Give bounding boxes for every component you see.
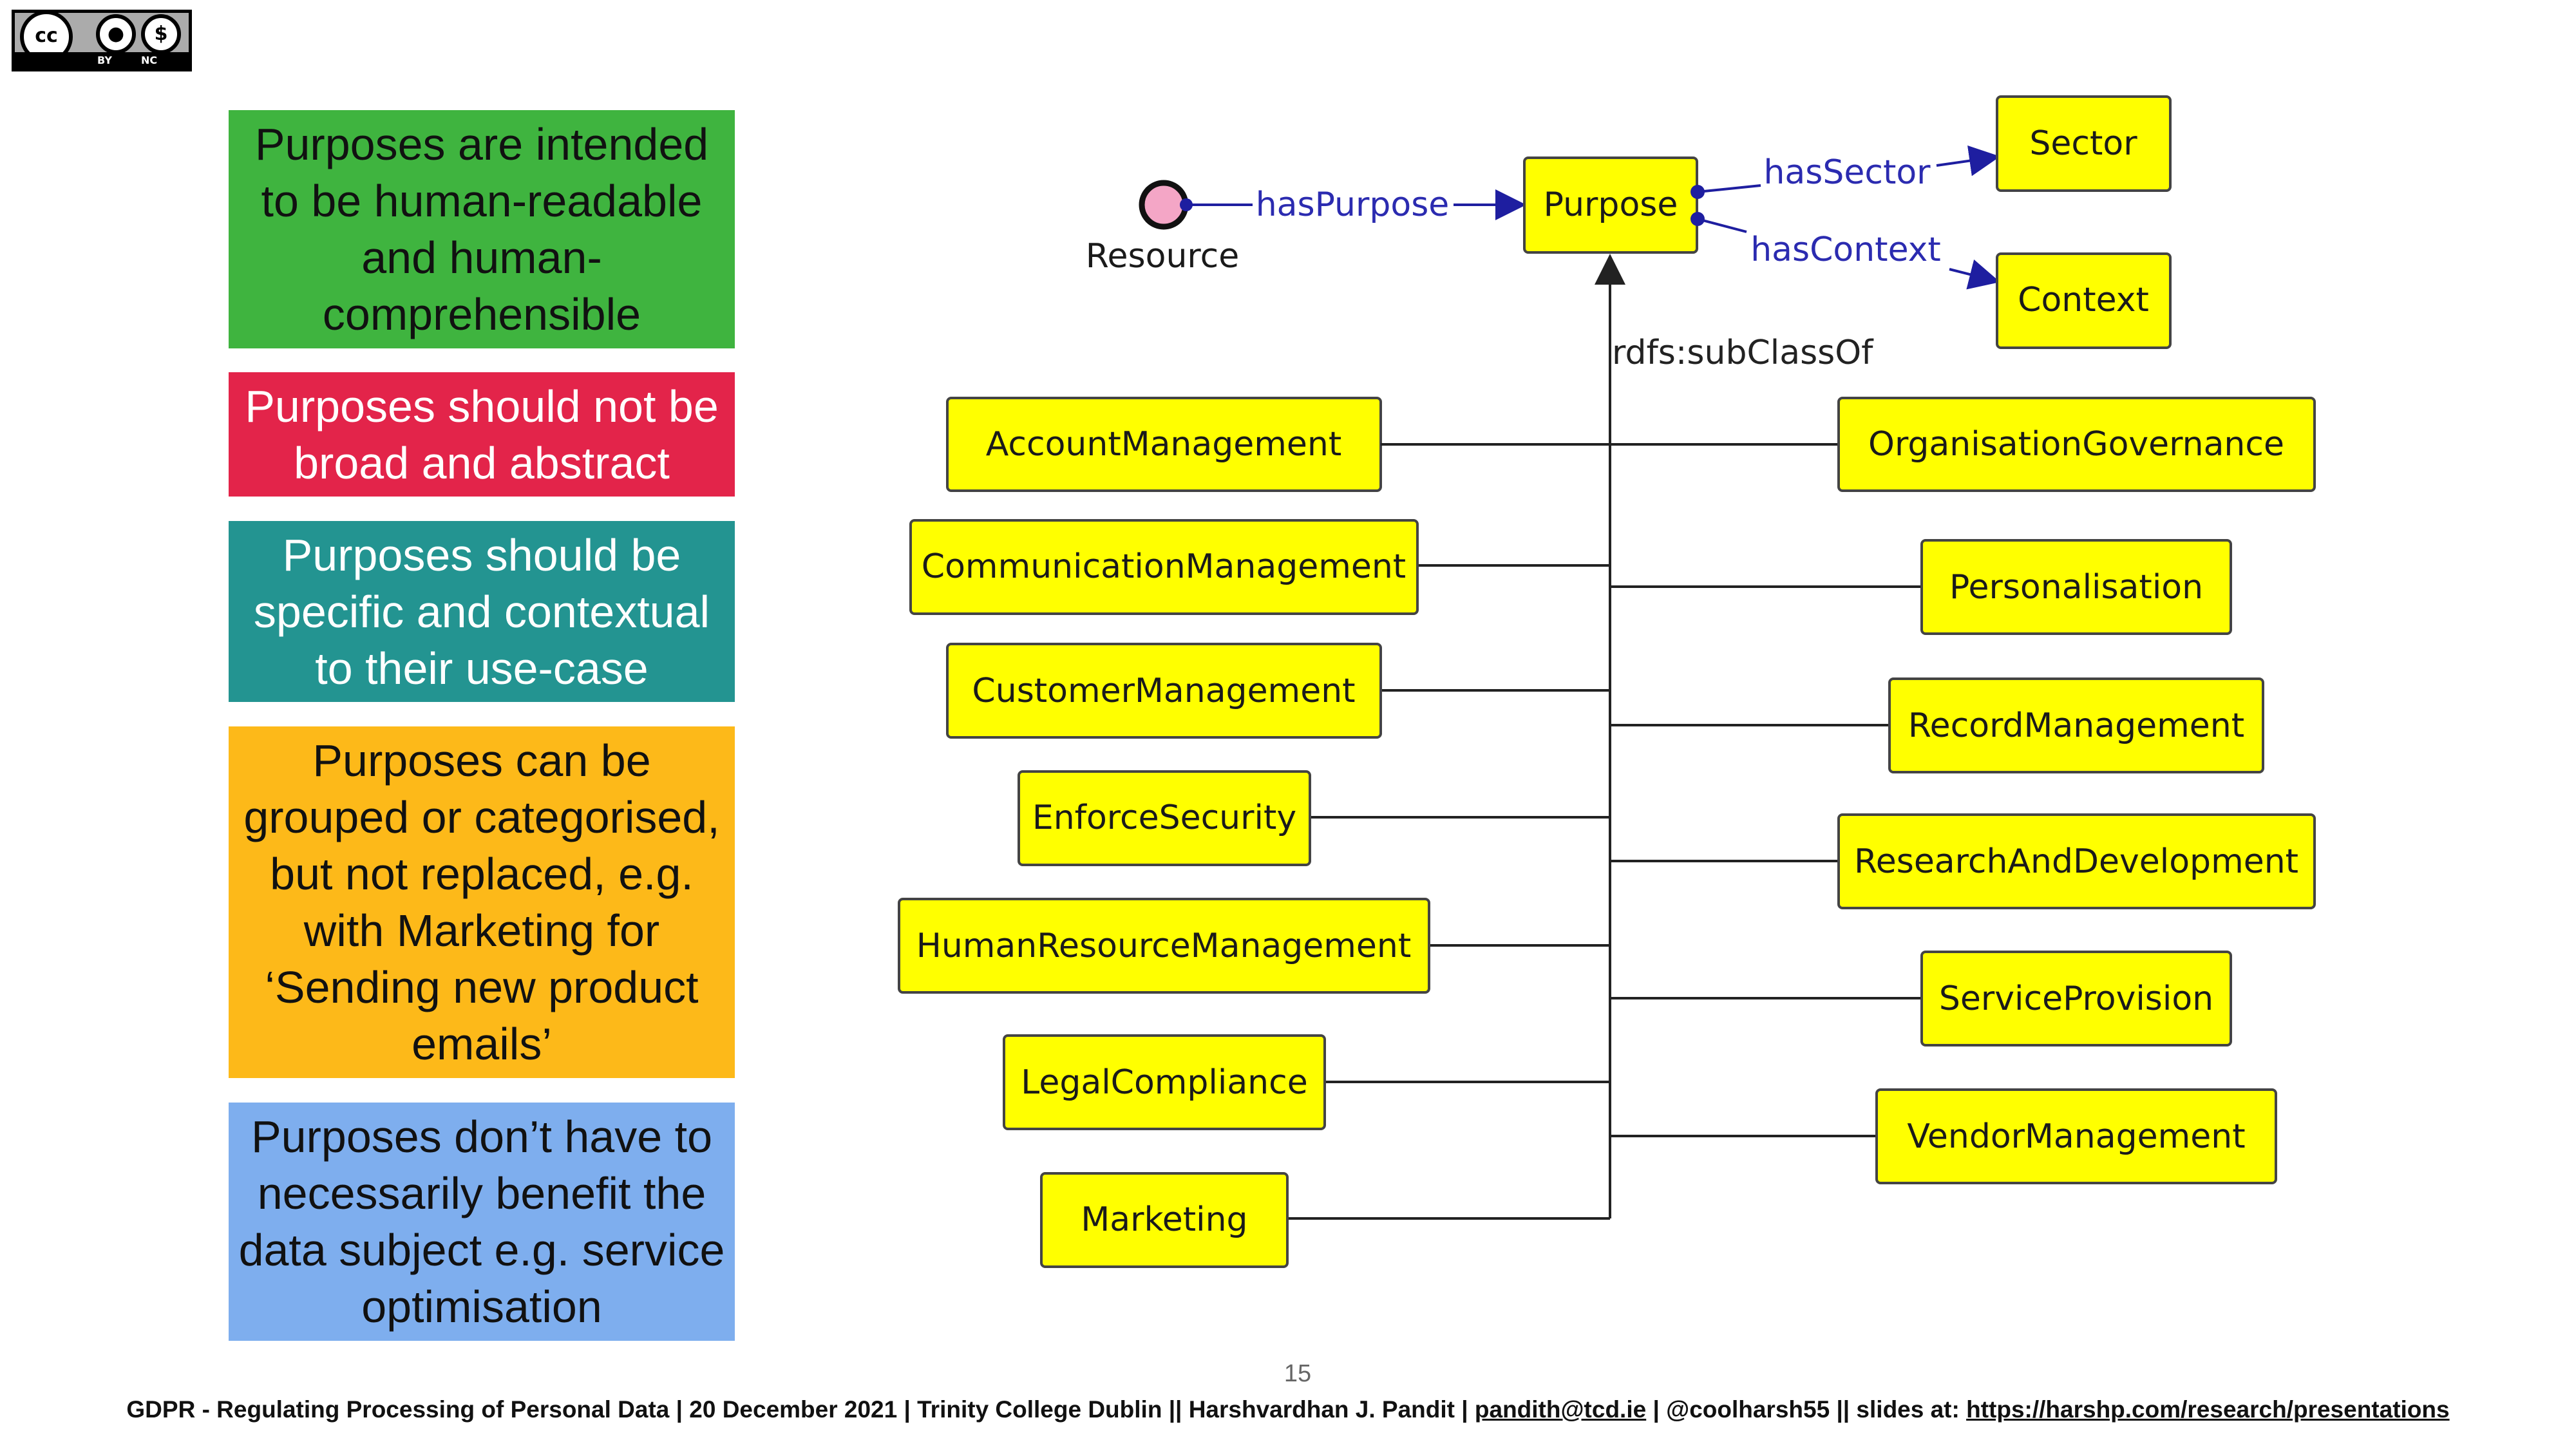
- node-record-management: [1888, 677, 2264, 773]
- sector-label: Sector: [2029, 124, 2137, 163]
- slides-link[interactable]: https://harshp.com/research/presentation…: [1966, 1396, 2450, 1423]
- purpose-node: [1523, 156, 1698, 254]
- nc-label: NC: [141, 54, 158, 66]
- account-management-label: AccountManagement: [986, 425, 1342, 464]
- footer: GDPR - Regulating Processing of Personal…: [0, 1396, 2576, 1423]
- node-customer-management: [946, 643, 1382, 739]
- panel-grouped-categorised: Purposes can be grouped or categorised, …: [229, 726, 735, 1078]
- panel-human-readable: Purposes are intended to be human-readab…: [229, 110, 735, 348]
- has-sector-label: hasSector: [1763, 153, 1931, 192]
- panel-not-broad: Purposes should not be broad and abstrac…: [229, 372, 735, 497]
- panel-line: but not replaced, e.g.: [270, 849, 694, 899]
- marketing-label: Marketing: [1081, 1200, 1247, 1239]
- footer-middle: | @coolharsh55 || slides at:: [1646, 1396, 1967, 1423]
- panel-line: broad and abstract: [294, 437, 670, 488]
- panel-line: emails’: [412, 1019, 552, 1069]
- record-management-label: RecordManagement: [1908, 706, 2244, 745]
- legal-compliance-label: LegalCompliance: [1021, 1063, 1307, 1102]
- node-vendor-management: [1875, 1088, 2277, 1184]
- cc-license-badge: cc ● $ BY NC: [12, 10, 192, 71]
- panel-specific-contextual: Purposes should be specific and contextu…: [229, 521, 735, 702]
- has-sector-edge-arrow: [1936, 145, 2000, 176]
- has-sector-edge: [1697, 184, 1761, 193]
- page-number: 15: [1283, 1360, 1312, 1387]
- footer-text: GDPR - Regulating Processing of Personal…: [126, 1396, 1475, 1423]
- node-human-resource-management: [898, 898, 1430, 994]
- node-organisation-governance: [1837, 397, 2316, 492]
- purpose-label: Purpose: [1544, 185, 1678, 224]
- panel-line: Purposes should not be: [245, 381, 719, 431]
- panel-line: specific and contextual: [253, 586, 710, 637]
- panel-line: data subject e.g. service: [238, 1225, 725, 1275]
- customer-management-label: CustomerManagement: [972, 672, 1355, 710]
- context-label: Context: [2018, 281, 2149, 319]
- service-provision-label: ServiceProvision: [1939, 980, 2213, 1018]
- subclass-label: rdfs:subClassOf: [1612, 334, 1874, 372]
- by-attribution-icon: ●: [96, 14, 136, 54]
- resource-node: [1139, 180, 1189, 230]
- panel-benefit-data-subject: Purposes don’t have to necessarily benef…: [229, 1103, 735, 1341]
- panel-line: Purposes don’t have to: [251, 1112, 712, 1162]
- panel-line: ‘Sending new product: [265, 962, 699, 1012]
- communication-management-label: CommunicationManagement: [922, 547, 1406, 586]
- node-service-provision: [1920, 951, 2232, 1046]
- has-sector-dot: [1690, 185, 1705, 199]
- has-purpose-label: hasPurpose: [1256, 185, 1450, 224]
- panel-line: to their use-case: [315, 643, 649, 694]
- has-purpose-dot: [1180, 198, 1193, 211]
- sector-node: [1996, 95, 2172, 192]
- resource-label: Resource: [1086, 237, 1239, 276]
- cc-strip: BY NC: [15, 52, 189, 68]
- has-context-dot: [1690, 212, 1705, 226]
- human-resource-management-label: HumanResourceManagement: [916, 927, 1412, 965]
- panel-line: Purposes can be: [312, 735, 651, 786]
- node-enforce-security: [1018, 770, 1311, 866]
- by-label: BY: [97, 54, 112, 66]
- panel-line: optimisation: [361, 1282, 602, 1332]
- panel-line: Purposes should be: [282, 529, 681, 580]
- node-research-and-development: [1837, 813, 2316, 909]
- has-context-edge: [1697, 218, 1747, 233]
- node-personalisation: [1920, 539, 2232, 635]
- organisation-governance-label: OrganisationGovernance: [1868, 425, 2284, 464]
- panel-line: necessarily benefit the: [257, 1168, 706, 1218]
- node-communication-management: [909, 519, 1419, 615]
- panel-line: with Marketing for: [303, 905, 660, 956]
- node-marketing: [1040, 1172, 1289, 1268]
- vendor-management-label: VendorManagement: [1907, 1117, 2245, 1156]
- node-legal-compliance: [1003, 1034, 1326, 1130]
- email-link[interactable]: pandith@tcd.ie: [1474, 1396, 1647, 1423]
- panel-line: grouped or categorised,: [243, 792, 720, 842]
- panel-line: Purposes are intended: [254, 119, 709, 169]
- enforce-security-label: EnforceSecurity: [1032, 799, 1296, 837]
- personalisation-label: Personalisation: [1949, 568, 2203, 607]
- panel-line: and human-: [361, 232, 602, 283]
- panel-line: to be human-readable: [261, 176, 703, 226]
- has-context-label: hasContext: [1750, 231, 1941, 269]
- research-and-development-label: ResearchAndDevelopment: [1854, 842, 2298, 881]
- panel-line: comprehensible: [322, 289, 641, 339]
- context-node: [1996, 252, 2172, 349]
- has-context-edge-arrow: [1949, 259, 2000, 290]
